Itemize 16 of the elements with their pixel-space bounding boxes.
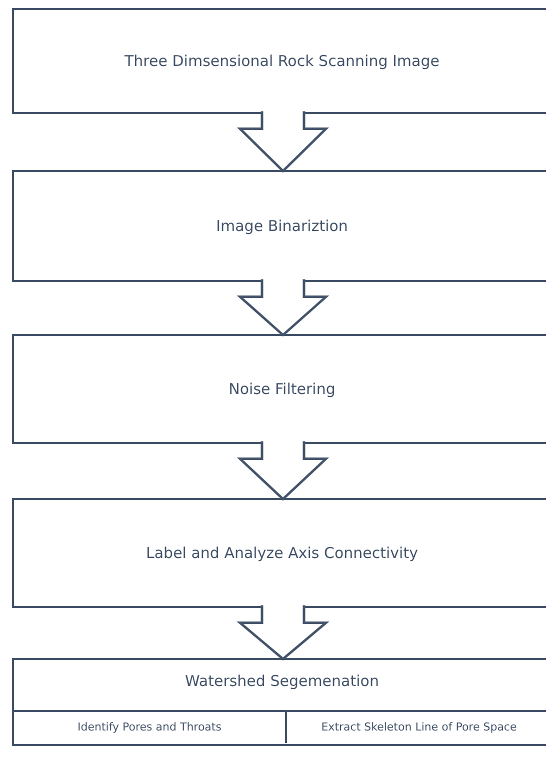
process-box xyxy=(12,658,546,746)
step-label: Extract Skeleton Line of Pore Space xyxy=(320,721,518,734)
process-box xyxy=(12,334,546,444)
step-label: Noise Filtering xyxy=(228,380,336,398)
block-arrow xyxy=(236,278,330,337)
process-box xyxy=(12,498,546,608)
block-arrow xyxy=(236,440,330,501)
block-arrow xyxy=(236,110,330,173)
block-arrow xyxy=(236,604,330,661)
step-label: Identify Pores and Throats xyxy=(76,721,222,734)
step-label: Three Dimsensional Rock Scanning Image xyxy=(124,52,440,70)
step-label: Watershed Segemenation xyxy=(184,672,380,690)
process-box xyxy=(12,8,546,114)
step-label: Image Binariztion xyxy=(215,217,349,235)
process-box xyxy=(12,170,546,282)
step-label: Label and Analyze Axis Connectivity xyxy=(145,544,419,562)
